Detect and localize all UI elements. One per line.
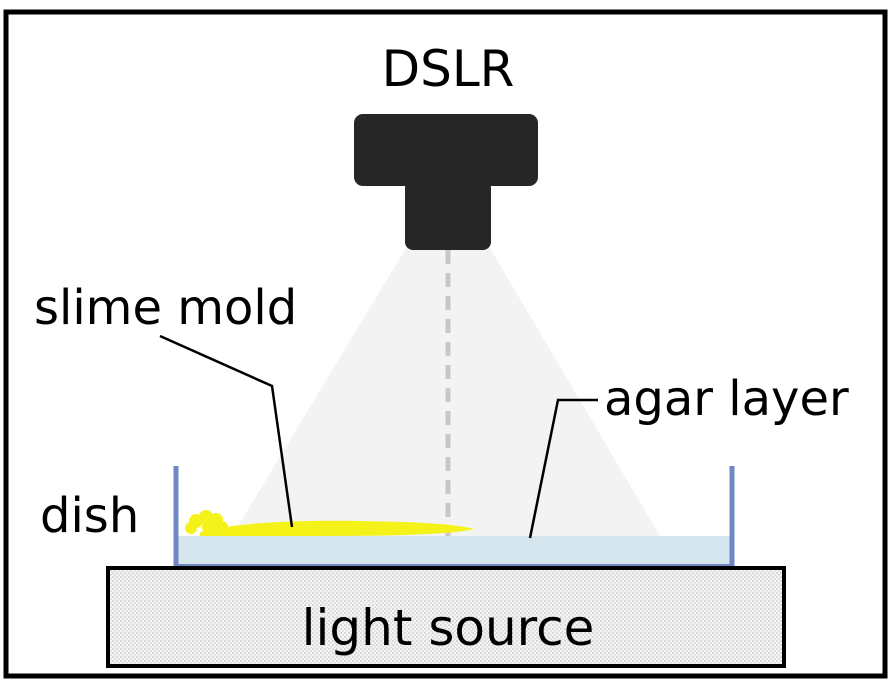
dslr-camera [354,114,538,250]
slime-mold-blob [185,510,474,536]
slime-mold-clump [185,522,197,534]
agar-layer-label: agar layer [604,371,849,427]
light-source-box [106,566,786,668]
agar-leader-line [528,398,598,539]
camera-lens [405,180,491,250]
slime-mold-label: slime mold [34,280,297,336]
light-source-label: light source [302,599,595,657]
slime-mold-clump [202,520,216,534]
dish-label: dish [40,488,139,544]
camera-label: DSLR [382,40,515,98]
slime-mold-clump [216,521,228,533]
slime-mold-leader-line [159,334,294,528]
agar-layer [176,536,732,566]
camera-body [354,114,538,186]
slime-mold-spread [200,520,474,536]
